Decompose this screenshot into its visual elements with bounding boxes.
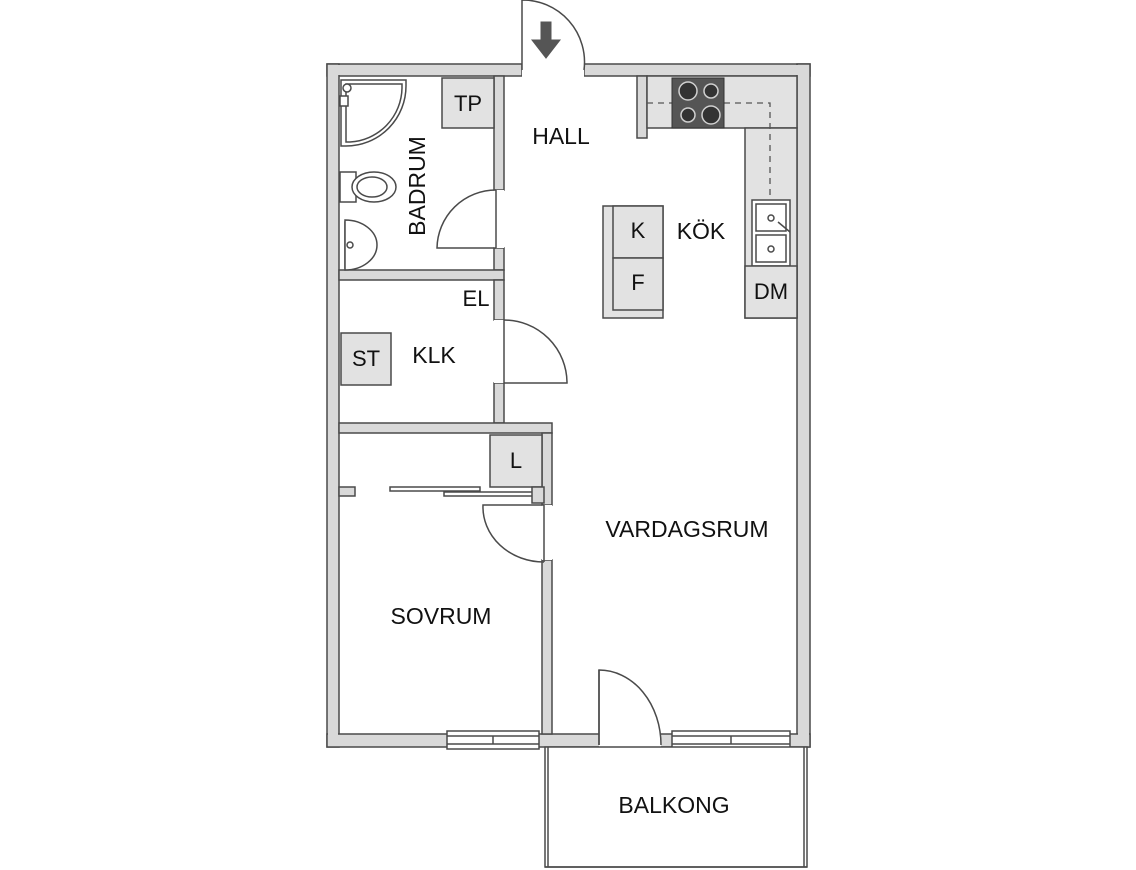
balcony: BALKONG: [544, 746, 808, 868]
klk: EL ST KLK: [340, 286, 568, 386]
living-room: VARDAGSRUM: [598, 516, 791, 750]
bathroom: TP BADRUM: [339, 77, 504, 271]
interior-walls: [338, 75, 648, 735]
kitchen-island: K F: [602, 205, 664, 319]
balcony-door: [598, 669, 662, 749]
st-label: ST: [352, 346, 380, 371]
bathroom-door: [436, 189, 504, 249]
toilet-icon: [339, 171, 397, 203]
balkong-label: BALKONG: [618, 792, 729, 818]
l-label: L: [510, 448, 522, 473]
dm-box: [744, 265, 798, 319]
sink-icon: [751, 199, 791, 267]
st-box: [340, 332, 392, 386]
k-label: K: [631, 218, 646, 243]
el-label: EL: [463, 286, 490, 311]
sovrum-label: SOVRUM: [391, 603, 492, 629]
hall-label: HALL: [532, 123, 590, 149]
dm-label: DM: [754, 279, 788, 304]
outer-walls: [326, 63, 811, 748]
l-box: [489, 434, 543, 488]
tp-label: TP: [454, 91, 482, 116]
bedroom-door: [482, 504, 552, 563]
wardrobe-sliding-doors: [389, 486, 545, 504]
vardagsrum-label: VARDAGSRUM: [605, 516, 768, 542]
washbasin-icon: [344, 219, 378, 271]
entrance-door: [521, 0, 586, 78]
klk-label: KLK: [412, 342, 456, 368]
entrance-arrow-icon: [530, 21, 562, 59]
tp-box: [441, 77, 495, 129]
kitchen: DM K F KÖK: [602, 75, 798, 319]
bedroom: L SOVRUM: [389, 434, 552, 750]
badrum-label: BADRUM: [404, 136, 430, 236]
bedroom-window: [446, 730, 540, 750]
kok-label: KÖK: [677, 218, 726, 244]
klk-door: [494, 319, 568, 384]
shower-icon: [339, 79, 407, 147]
stove-icon: [671, 77, 725, 129]
f-label: F: [631, 270, 644, 295]
